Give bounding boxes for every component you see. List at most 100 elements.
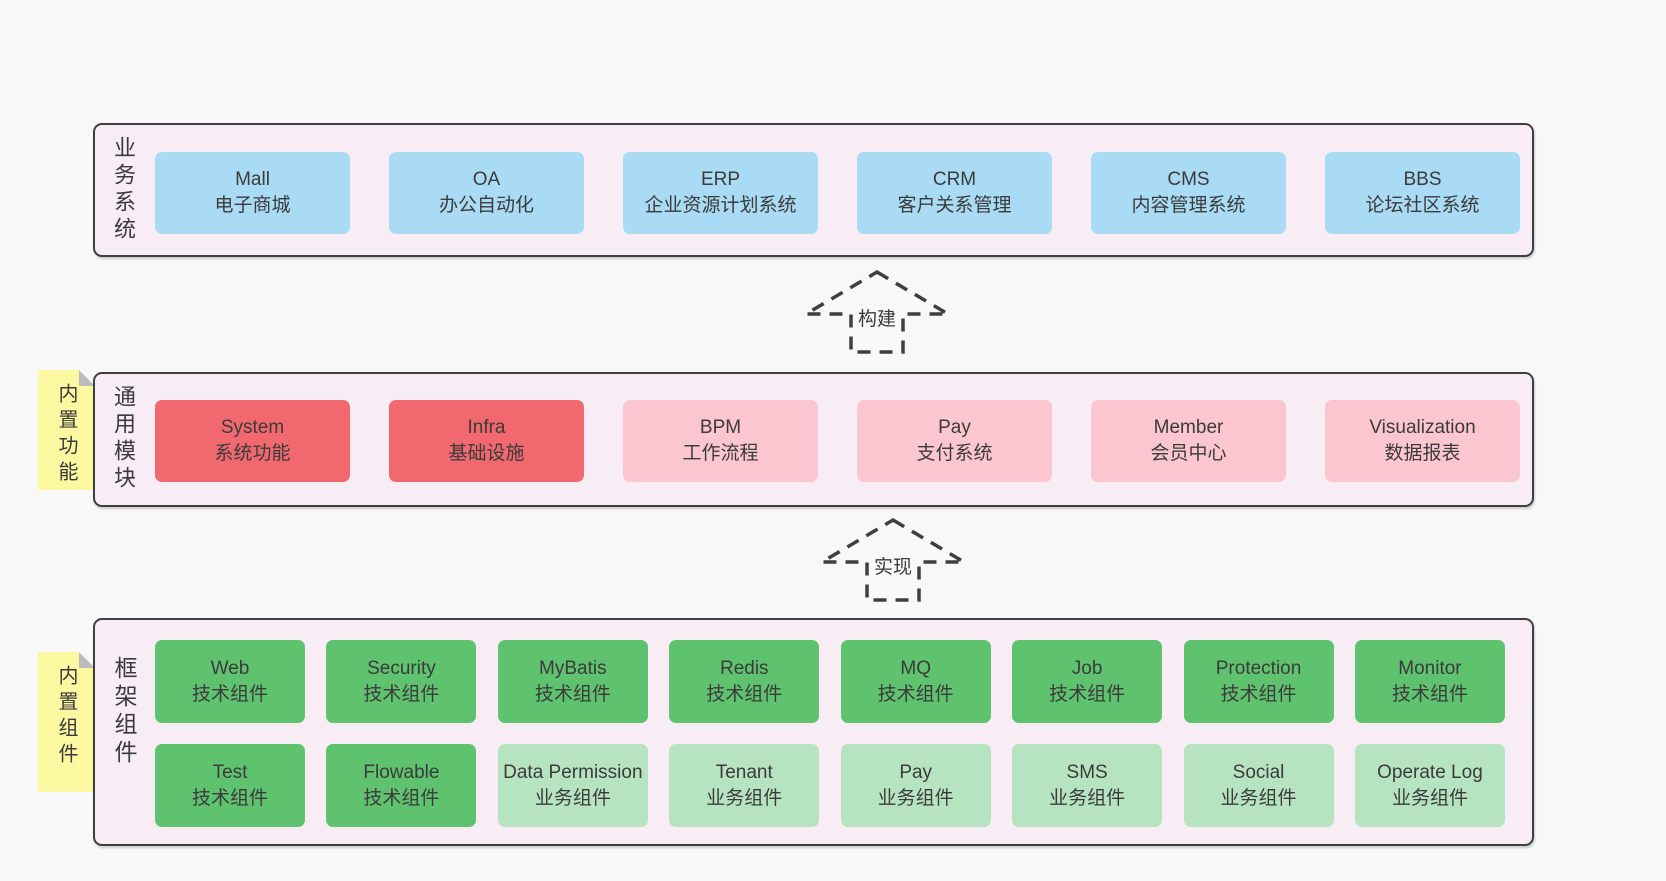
module-name: Job [1071,657,1103,679]
module-box-mq: MQ 技术组件 [840,640,991,723]
module-box-redis: Redis 技术组件 [669,640,820,723]
module-box-monitor: Monitor 技术组件 [1354,640,1505,723]
module-name: CMS [1167,169,1210,190]
module-desc: 业务组件 [1049,787,1126,809]
sticky-note-built-in-features: 内置功能 [38,370,95,490]
module-desc: 内容管理系统 [1131,195,1246,216]
module-name: Web [210,657,250,679]
module-box-mybatis: MyBatis 技术组件 [497,640,648,723]
module-name: ERP [700,169,741,190]
module-box-infra: Infra 基础设施 [389,400,584,482]
module-desc: 数据报表 [1384,443,1461,464]
module-desc: 技术组件 [363,787,440,809]
layer-title: 业务系统 [111,136,136,244]
module-desc: 支付系统 [916,443,993,464]
module-name: MyBatis [539,657,607,679]
module-name: System [220,417,285,438]
module-box-data-permission: Data Permission 业务组件 [497,744,648,827]
module-box-sms: SMS 业务组件 [1012,744,1163,827]
module-box-bbs: BBS 论坛社区系统 [1325,152,1520,234]
module-box-bpm: BPM 工作流程 [623,400,818,482]
module-name: Protection [1215,657,1302,679]
module-desc: 业务组件 [534,787,611,809]
sticky-note-label: 内置功能 [55,383,77,487]
module-box-visualization: Visualization 数据报表 [1325,400,1520,482]
module-desc: 业务组件 [877,787,954,809]
module-box-social: Social 业务组件 [1183,744,1334,827]
module-desc: 会员中心 [1150,443,1227,464]
module-box-web: Web 技术组件 [155,640,305,723]
module-name: BPM [699,417,742,438]
module-name: OA [472,169,501,190]
module-desc: 技术组件 [706,683,783,705]
module-desc: 系统功能 [214,443,291,464]
module-desc: 技术组件 [1049,683,1126,705]
module-box-protection: Protection 技术组件 [1183,640,1334,723]
module-desc: 企业资源计划系统 [644,195,797,216]
build-arrow-label: 构建 [852,301,902,334]
module-name: Pay [899,761,933,783]
module-box-mall: Mall 电子商城 [155,152,350,234]
module-box-operate-log: Operate Log 业务组件 [1354,744,1505,827]
module-name: Redis [719,657,769,679]
layer-common-modules: 通用模块 System 系统功能 Infra 基础设施 BPM 工作流程 Pay 支付系统 Me… [93,372,1534,507]
module-name: BBS [1403,169,1442,190]
module-name: Flowable [363,761,440,783]
build-arrow-icon [799,269,955,354]
module-box-cms: CMS 内容管理系统 [1091,152,1286,234]
module-box-tenant: Tenant 业务组件 [669,744,820,827]
module-name: Data Permission [503,761,643,783]
sticky-note-built-in-components: 内置组件 [38,652,95,792]
module-desc: 技术组件 [363,683,440,705]
common-modules-row: System 系统功能 Infra 基础设施 BPM 工作流程 Pay 支付系统 Member 会… [155,400,1520,482]
module-desc: 技术组件 [1391,683,1468,705]
module-name: Operate Log [1377,761,1483,783]
module-desc: 论坛社区系统 [1365,195,1480,216]
module-box-test: Test 技术组件 [155,744,305,827]
module-name: Monitor [1398,657,1462,679]
module-desc: 技术组件 [1220,683,1297,705]
layer-title: 通用模块 [111,385,136,493]
module-desc: 工作流程 [682,443,759,464]
module-desc: 业务组件 [1220,787,1297,809]
module-name: Pay [938,417,971,438]
module-desc: 办公自动化 [438,195,534,216]
module-name: Member [1153,417,1224,438]
module-name: Social [1232,761,1285,783]
implement-arrow-icon [815,517,971,602]
module-desc: 业务组件 [706,787,783,809]
module-desc: 客户关系管理 [897,195,1012,216]
module-box-erp: ERP 企业资源计划系统 [623,152,818,234]
module-name: SMS [1066,761,1108,783]
module-box-member: Member 会员中心 [1091,400,1286,482]
module-box-job: Job 技术组件 [1012,640,1163,723]
module-box-security: Security 技术组件 [326,640,477,723]
sticky-note-label: 内置组件 [55,665,77,769]
module-name: MQ [900,657,931,679]
module-name: Infra [467,417,506,438]
module-box-pay: Pay 支付系统 [857,400,1052,482]
module-desc: 技术组件 [191,787,268,809]
module-desc: 技术组件 [534,683,611,705]
module-desc: 电子商城 [214,195,291,216]
layer-title: 框架组件 [111,656,137,768]
module-box-flowable: Flowable 技术组件 [326,744,477,827]
module-name: Mall [235,169,270,190]
module-desc: 技术组件 [877,683,954,705]
module-box-oa: OA 办公自动化 [389,152,584,234]
module-desc: 基础设施 [448,443,525,464]
module-name: Tenant [715,761,773,783]
module-name: Test [212,761,248,783]
module-name: Visualization [1369,417,1476,438]
module-box-pay: Pay 业务组件 [840,744,991,827]
module-desc: 技术组件 [191,683,268,705]
module-desc: 业务组件 [1391,787,1468,809]
module-name: Security [367,657,436,679]
